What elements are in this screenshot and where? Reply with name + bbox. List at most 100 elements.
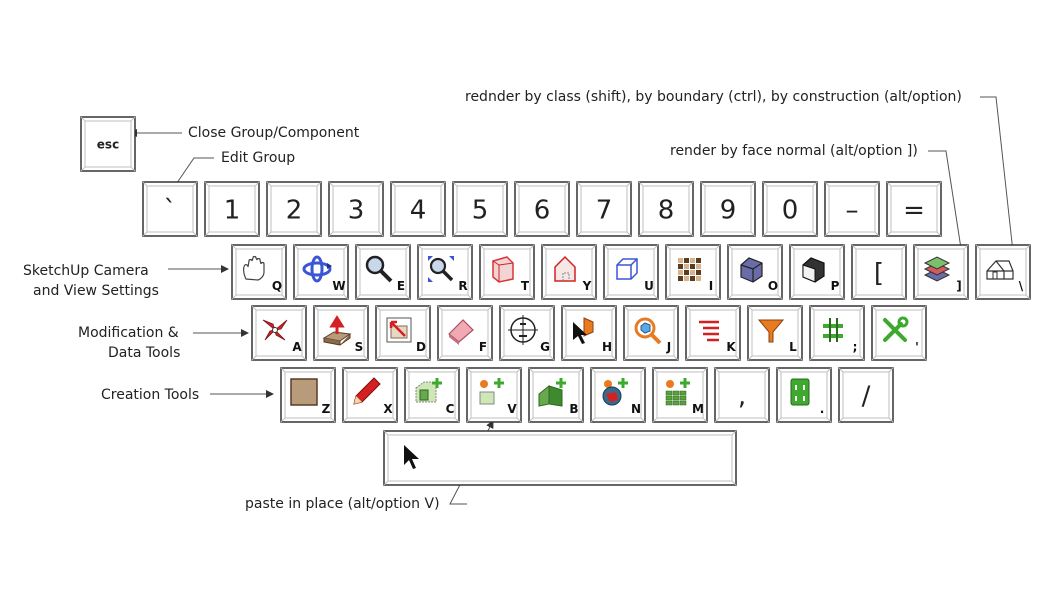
key-letter: T — [521, 279, 530, 293]
select-component-icon — [573, 317, 594, 344]
key-5[interactable]: 5 — [452, 181, 508, 237]
key-letter: Q — [272, 279, 282, 293]
key-letter: U — [644, 279, 654, 293]
orbit-icon — [302, 255, 332, 283]
key-a[interactable]: A — [251, 305, 307, 361]
key-u[interactable]: U — [603, 244, 659, 300]
key-x[interactable]: X — [342, 367, 398, 423]
key-letter: C — [446, 402, 455, 416]
key-o[interactable]: O — [727, 244, 783, 300]
key-m[interactable]: M — [652, 367, 708, 423]
key-rbracket[interactable]: ] — [913, 244, 969, 300]
key-w[interactable]: W — [293, 244, 349, 300]
protractor-icon — [508, 315, 538, 345]
key-semicolon[interactable]: ; — [809, 305, 865, 361]
key-label: [ — [874, 259, 884, 289]
sun-globe-icon — [602, 378, 628, 406]
key-h[interactable]: H — [561, 305, 617, 361]
annotation-modification-line1: Modification & — [78, 325, 179, 341]
layers-icon — [923, 256, 951, 282]
key-letter: B — [569, 402, 578, 416]
back-edges-icon — [554, 255, 576, 282]
key-c[interactable]: C — [404, 367, 460, 423]
annotation-modification-line2: Data Tools — [108, 345, 181, 361]
key-q[interactable]: Q — [231, 244, 287, 300]
key-g[interactable]: G — [499, 305, 555, 361]
key-letter: P — [831, 279, 840, 293]
key-letter: S — [355, 340, 364, 354]
key-label: , — [738, 382, 746, 412]
key-equals[interactable]: = — [886, 181, 942, 237]
key-backslash[interactable]: \ — [975, 244, 1031, 300]
paste-icon — [479, 378, 504, 405]
leader-render-class — [980, 96, 1017, 253]
key-comma[interactable]: , — [714, 367, 770, 423]
key-r[interactable]: R — [417, 244, 473, 300]
key-label: 6 — [534, 196, 551, 226]
key-letter: Z — [322, 402, 331, 416]
key-space[interactable] — [383, 430, 737, 486]
create-group-icon — [415, 378, 442, 403]
key-label: 7 — [596, 196, 613, 226]
key-label: 0 — [782, 196, 799, 226]
key-letter: \ — [1019, 279, 1024, 293]
key-n[interactable]: N — [590, 367, 646, 423]
key-0[interactable]: 0 — [762, 181, 818, 237]
outlet-icon — [790, 378, 810, 406]
key-i[interactable]: I — [665, 244, 721, 300]
key-9[interactable]: 9 — [700, 181, 756, 237]
key-j[interactable]: J — [623, 305, 679, 361]
key-letter: ' — [915, 340, 919, 354]
key-s[interactable]: S — [313, 305, 369, 361]
key-p[interactable]: P — [789, 244, 845, 300]
key-letter: E — [397, 279, 405, 293]
key-1[interactable]: 1 — [204, 181, 260, 237]
key-quote[interactable]: ' — [871, 305, 927, 361]
key-period[interactable]: . — [776, 367, 832, 423]
key-3[interactable]: 3 — [328, 181, 384, 237]
xray-icon — [492, 256, 514, 283]
key-k[interactable]: K — [685, 305, 741, 361]
key-6[interactable]: 6 — [514, 181, 570, 237]
key-4[interactable]: 4 — [390, 181, 446, 237]
component-search-icon — [634, 317, 662, 345]
key-t[interactable]: T — [479, 244, 535, 300]
annotation-leaders — [129, 96, 1017, 505]
push-pull-icon — [322, 315, 352, 346]
key-e[interactable]: E — [355, 244, 411, 300]
key-label: = — [903, 196, 925, 226]
key-letter: M — [692, 402, 704, 416]
key-7[interactable]: 7 — [576, 181, 632, 237]
key-label: 4 — [410, 196, 427, 226]
shaded-icon — [740, 257, 763, 283]
annotation-render-face: render by face normal (alt/option ]) — [670, 143, 918, 159]
key-letter: V — [507, 402, 517, 416]
key-y[interactable]: Y — [541, 244, 597, 300]
annotation-camera-line1: SketchUp Camera — [23, 263, 149, 279]
key-2[interactable]: 2 — [266, 181, 322, 237]
key-minus[interactable]: – — [824, 181, 880, 237]
key-letter: . — [820, 402, 825, 416]
key-label: 1 — [224, 196, 241, 226]
rotate-icon — [262, 319, 288, 341]
key-lbracket[interactable]: [ — [851, 244, 907, 300]
key-v[interactable]: V — [466, 367, 522, 423]
key-l[interactable]: L — [747, 305, 803, 361]
key-b[interactable]: B — [528, 367, 584, 423]
key-d[interactable]: D — [375, 305, 431, 361]
cursor-arrow-icon — [404, 445, 419, 469]
annotation-paste: paste in place (alt/option V) — [245, 496, 440, 512]
key-backtick[interactable]: ` — [142, 181, 198, 237]
key-esc[interactable]: esc — [80, 116, 136, 172]
key-letter: L — [789, 340, 797, 354]
key-8[interactable]: 8 — [638, 181, 694, 237]
annotation-edit-group: Edit Group — [221, 150, 296, 166]
key-z[interactable]: Z — [280, 367, 336, 423]
zoom-extents-icon — [428, 256, 454, 282]
key-letter: N — [631, 402, 641, 416]
key-f[interactable]: F — [437, 305, 493, 361]
key-slash[interactable]: / — [838, 367, 894, 423]
face-icon — [290, 378, 318, 406]
house-icon — [986, 260, 1014, 280]
